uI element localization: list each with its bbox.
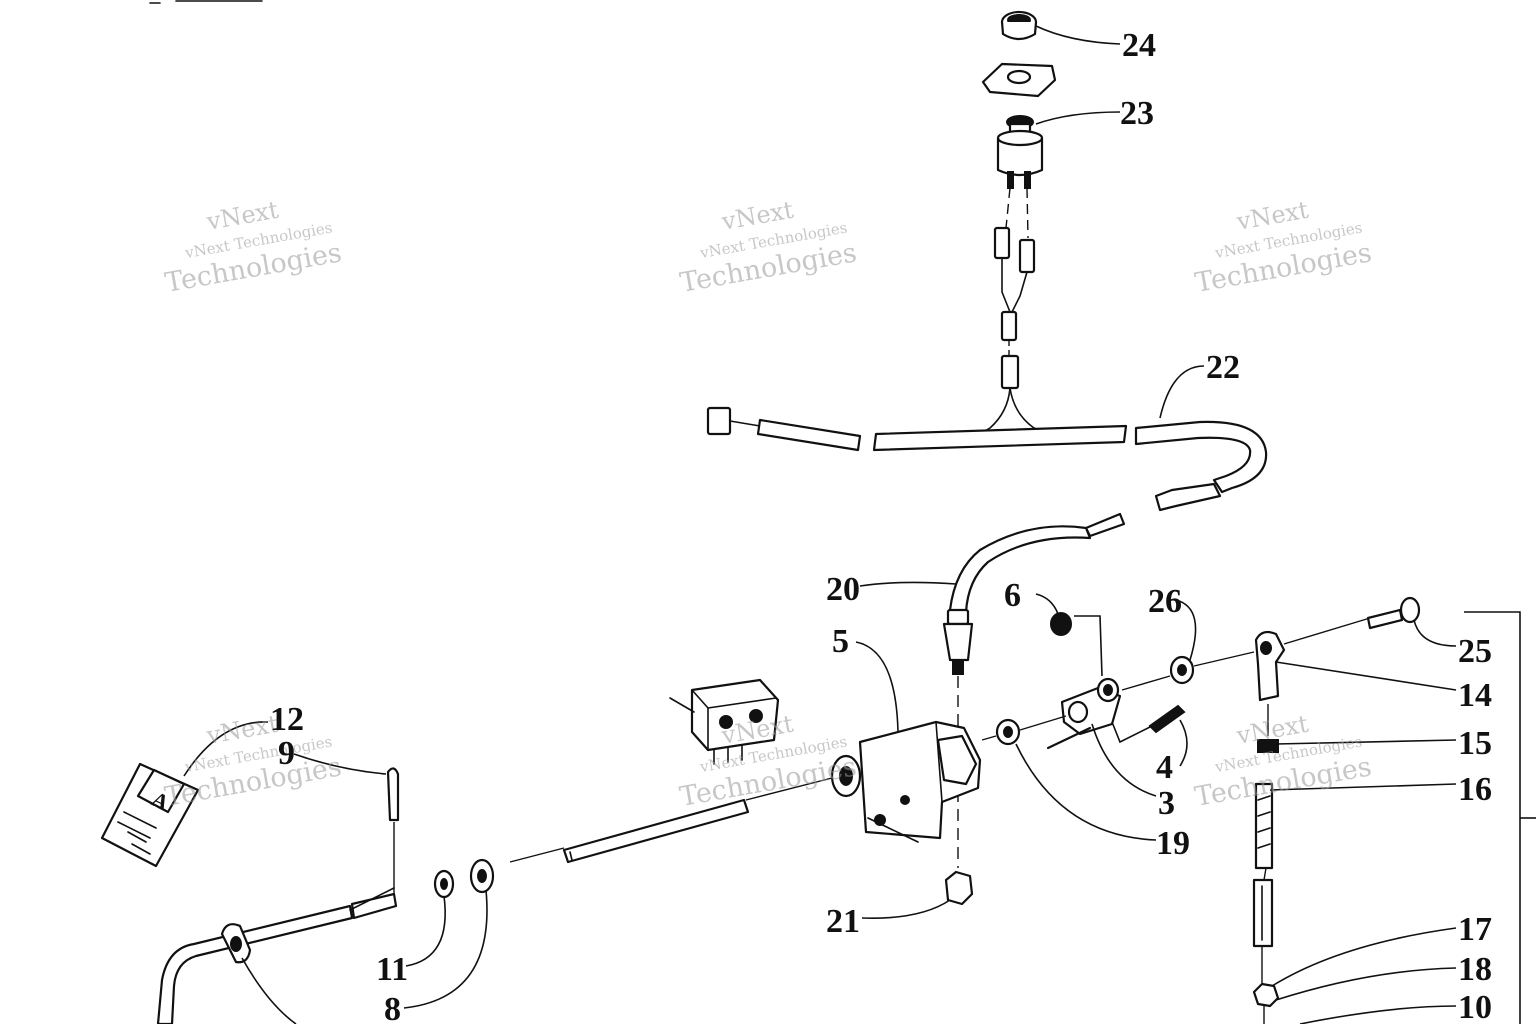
leader-lines bbox=[183, 25, 1457, 1024]
part-washer-19 bbox=[995, 718, 1021, 746]
watermark-top-right: vNext Technologies vNext Technologies bbox=[1193, 196, 1374, 299]
part-washer-11 bbox=[433, 869, 455, 899]
part-clip-3 bbox=[1046, 677, 1153, 750]
callout-22: 22 bbox=[1206, 349, 1240, 386]
part-rod-end-14 bbox=[1254, 630, 1286, 702]
part-washer-8 bbox=[469, 858, 495, 894]
assembly-bracket bbox=[1464, 611, 1536, 1024]
callout-18: 18 bbox=[1458, 951, 1492, 988]
callout-5: 5 bbox=[832, 623, 849, 660]
part-pin-4 bbox=[1148, 704, 1186, 734]
part-nut-bottom bbox=[944, 870, 974, 906]
callout-15: 15 bbox=[1458, 725, 1492, 762]
callout-10: 10 bbox=[1458, 989, 1492, 1024]
callout-8: 8 bbox=[384, 991, 401, 1024]
callout-9: 9 bbox=[278, 735, 295, 772]
callout-19: 19 bbox=[1156, 825, 1190, 862]
part-nut-18 bbox=[1252, 982, 1280, 1008]
part-housing-bracket bbox=[830, 720, 982, 843]
part-washer-26 bbox=[1169, 655, 1195, 685]
callout-4: 4 bbox=[1156, 749, 1173, 786]
part-receptacle-block bbox=[669, 678, 780, 765]
watermark-top-left: vNext Technologies vNext Technologies bbox=[163, 196, 344, 299]
callout-17: 17 bbox=[1458, 911, 1492, 948]
part-shaft bbox=[562, 798, 750, 864]
callout-16: 16 bbox=[1458, 771, 1492, 808]
callout-24: 24 bbox=[1122, 27, 1156, 64]
watermark-bottom-left: vNext Technologies vNext Technologies bbox=[162, 710, 343, 813]
watermark-top-center: vNext Technologies vNext Technologies bbox=[678, 196, 859, 299]
callout-6: 6 bbox=[1004, 577, 1021, 614]
part-pin-9 bbox=[386, 767, 400, 822]
part-gasket-plate bbox=[981, 62, 1057, 98]
callout-20: 20 bbox=[826, 571, 860, 608]
part-nut-6 bbox=[1050, 612, 1103, 677]
part-switch-leads bbox=[993, 187, 1036, 356]
part-decal-plate-12: A bbox=[100, 762, 200, 868]
callout-11: 11 bbox=[376, 951, 408, 988]
part-threaded-rod-16 bbox=[1252, 782, 1274, 948]
callout-12: 12 bbox=[270, 701, 304, 738]
part-cap bbox=[1000, 10, 1038, 41]
callout-23: 23 bbox=[1120, 95, 1154, 132]
watermark-bottom-right: vNext Technologies vNext Technologies bbox=[1192, 710, 1373, 813]
part-pressure-switch bbox=[996, 115, 1044, 189]
callout-14: 14 bbox=[1458, 677, 1492, 714]
callout-3: 3 bbox=[1158, 785, 1175, 822]
callout-labels: 24 23 22 20 6 26 5 25 14 12 15 9 4 16 3 … bbox=[270, 27, 1492, 1024]
part-bolt-25 bbox=[1366, 596, 1421, 630]
part-wiring-harness bbox=[706, 354, 1268, 512]
callout-25: 25 bbox=[1458, 633, 1492, 670]
callout-21: 21 bbox=[826, 903, 860, 940]
edge-marks bbox=[149, 0, 263, 4]
part-nut-15 bbox=[1257, 739, 1279, 753]
callout-26: 26 bbox=[1148, 583, 1182, 620]
part-lever-arm bbox=[156, 887, 398, 1024]
assembly-axis bbox=[393, 617, 1371, 1024]
